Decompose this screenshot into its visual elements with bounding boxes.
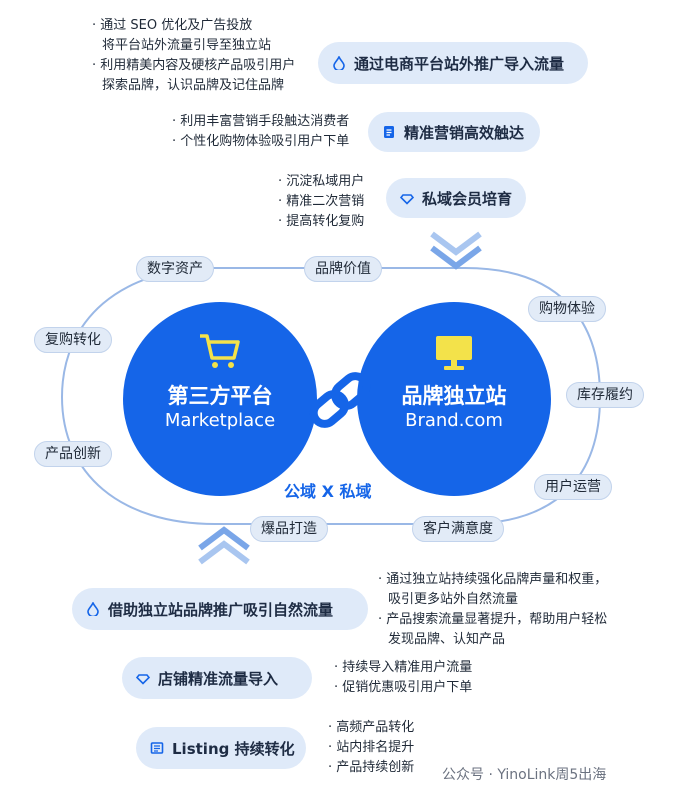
pill-precise-marketing: 精准营销高效触达 bbox=[368, 112, 540, 152]
top-bullets-2: 利用丰富营销手段触达消费者 个性化购物体验吸引用户下单 bbox=[172, 112, 349, 152]
down-arrow-icon bbox=[430, 231, 482, 270]
tag-user-operations: 用户运营 bbox=[534, 474, 612, 500]
bottom-bullets-1: 通过独立站持续强化品牌声量和权重， 吸引更多站外自然流量 产品搜索流量显著提升，… bbox=[378, 570, 607, 650]
pill-private-members: 私域会员培育 bbox=[386, 178, 526, 218]
tag-hit-products: 爆品打造 bbox=[250, 516, 328, 542]
public-private-label: 公域 X 私域 bbox=[284, 482, 372, 501]
tag-repurchase: 复购转化 bbox=[34, 327, 112, 353]
shopping-cart-icon bbox=[200, 334, 240, 368]
bottom-bullets-3: 高频产品转化 站内排名提升 产品持续创新 bbox=[328, 718, 414, 778]
tag-product-innovation: 产品创新 bbox=[34, 441, 112, 467]
brand-site-circle: 品牌独立站 Brand.com bbox=[357, 302, 551, 496]
marketplace-circle: 第三方平台 Marketplace bbox=[123, 302, 317, 496]
tag-brand-value: 品牌价值 bbox=[304, 256, 382, 282]
pill-offsite-traffic: 通过电商平台站外推广导入流量 bbox=[318, 42, 588, 84]
bottom-bullets-2: 持续导入精准用户流量 促销优惠吸引用户下单 bbox=[334, 658, 472, 698]
document-icon bbox=[384, 126, 394, 138]
pill-store-traffic: 店铺精准流量导入 bbox=[122, 657, 312, 699]
top-bullets-1: 通过 SEO 优化及广告投放 将平台站外流量引导至独立站 利用精美内容及硬核产品… bbox=[92, 16, 295, 96]
pill-natural-traffic: 借助独立站品牌推广吸引自然流量 bbox=[72, 588, 368, 630]
tag-digital-assets: 数字资产 bbox=[136, 256, 214, 282]
tag-shopping-experience: 购物体验 bbox=[528, 296, 606, 322]
top-bullets-3: 沉淀私域用户 精准二次营销 提高转化复购 bbox=[278, 172, 364, 232]
list-icon bbox=[150, 742, 164, 754]
tag-customer-satisfaction: 客户满意度 bbox=[412, 516, 504, 542]
tag-inventory: 库存履约 bbox=[566, 382, 644, 408]
diamond-icon bbox=[136, 674, 150, 685]
droplet-icon bbox=[87, 602, 99, 616]
chain-link-icon bbox=[309, 372, 371, 428]
watermark: 公众号 · YinoLink周5出海 bbox=[442, 767, 607, 783]
up-arrow-icon bbox=[198, 526, 250, 565]
monitor-icon bbox=[436, 336, 472, 370]
pill-listing-conversion: Listing 持续转化 bbox=[136, 727, 306, 769]
droplet-icon bbox=[333, 56, 345, 70]
diamond-icon bbox=[400, 194, 414, 205]
